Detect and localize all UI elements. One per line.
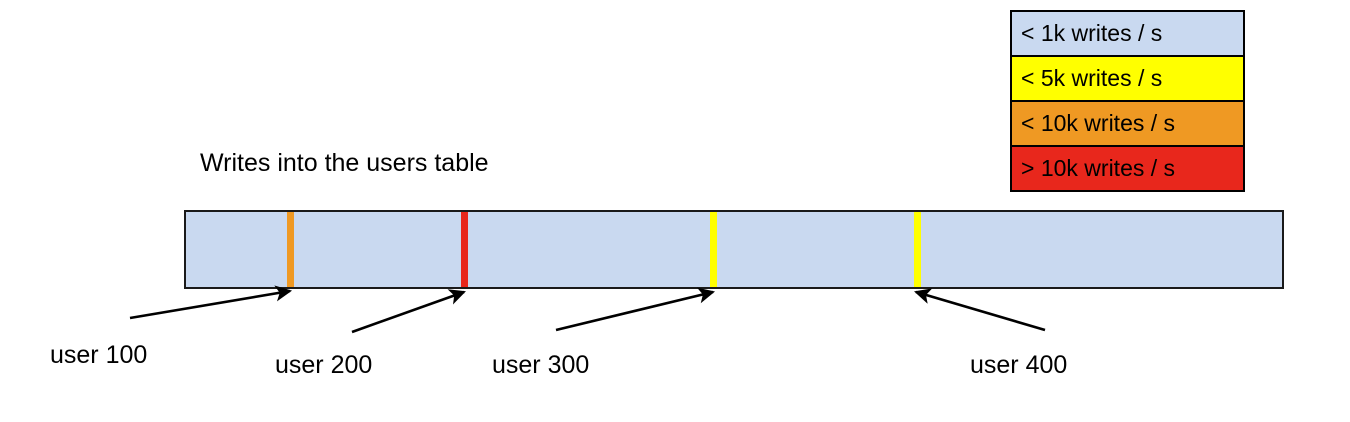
legend-row-under-10k: < 10k writes / s <box>1012 102 1243 147</box>
legend-label-under-10k: < 10k writes / s <box>1021 110 1176 136</box>
callout-label-user-400: user 400 <box>970 351 1068 379</box>
legend-row-under-1k: < 1k writes / s <box>1012 12 1243 57</box>
legend-label-over-10k: > 10k writes / s <box>1021 155 1176 181</box>
legend-row-over-10k: > 10k writes / s <box>1012 147 1243 190</box>
legend: < 1k writes / s < 5k writes / s < 10k wr… <box>1010 10 1245 192</box>
arrow-group <box>129 285 1046 334</box>
callout-label-user-200: user 200 <box>275 351 373 379</box>
callout-label-user-100: user 100 <box>50 341 148 369</box>
legend-row-under-5k: < 5k writes / s <box>1012 57 1243 102</box>
arrow-user-200 <box>351 289 466 334</box>
legend-label-under-5k: < 5k writes / s <box>1021 65 1163 91</box>
legend-label-under-1k: < 1k writes / s <box>1021 20 1163 46</box>
arrow-user-400 <box>914 288 1046 332</box>
chart-title: Writes into the users table <box>200 149 489 177</box>
bar-outline <box>184 210 1284 289</box>
user-300-band <box>710 212 717 287</box>
arrow-user-300 <box>555 287 716 332</box>
user-400-band <box>914 212 921 287</box>
user-200-band <box>461 212 468 287</box>
users-table-bar <box>184 210 1284 289</box>
user-100-band <box>287 212 294 287</box>
arrow-user-100 <box>129 285 293 320</box>
callout-label-user-300: user 300 <box>492 351 590 379</box>
